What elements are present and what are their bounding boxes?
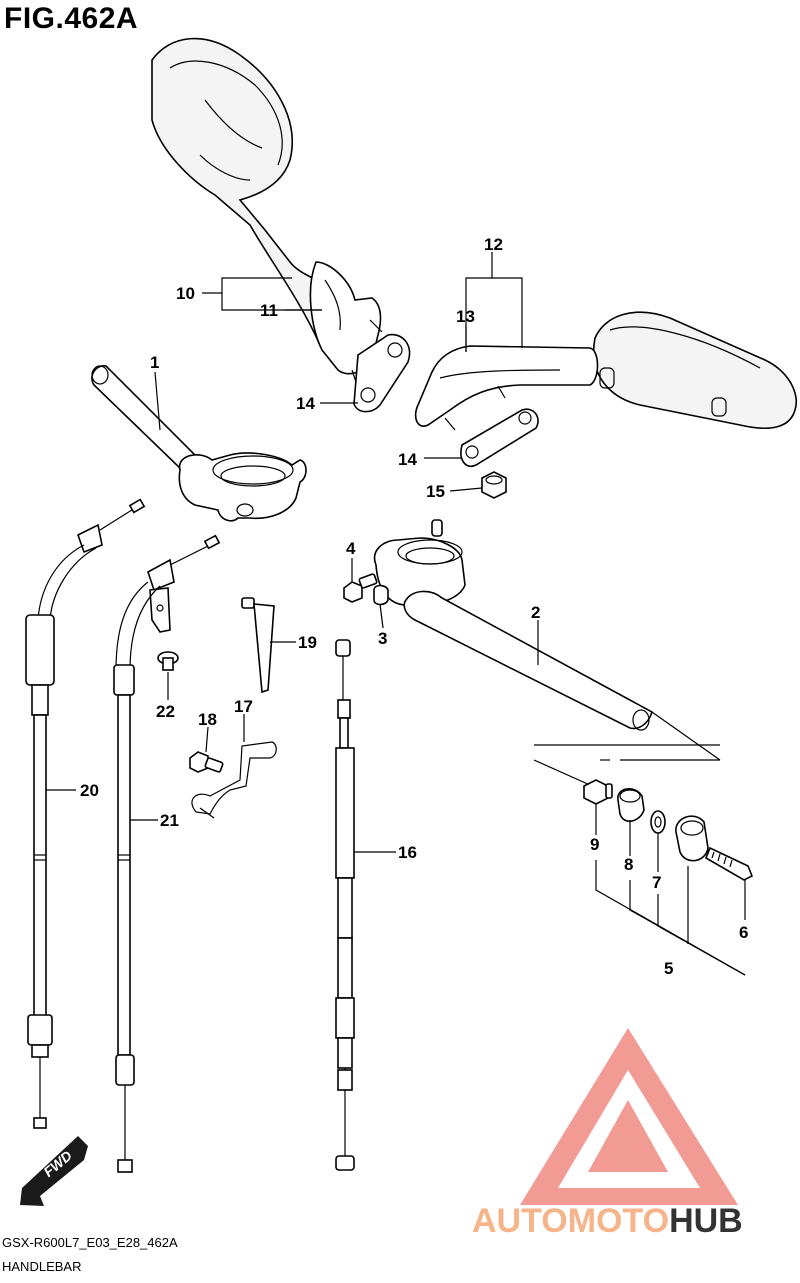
right-handlebar [373, 519, 653, 731]
callout-9: 9 [590, 835, 599, 854]
callout-10: 10 [176, 284, 195, 303]
callout-16: 16 [398, 843, 417, 862]
watermark-brand-part1: AUTOMOTO [472, 1202, 669, 1240]
callout-6: 6 [739, 923, 748, 942]
callout-8: 8 [624, 855, 633, 874]
screw-22 [157, 651, 179, 671]
callout-18: 18 [198, 710, 217, 729]
right-handlebar-clamp [373, 537, 466, 606]
throttle-cable-20 [25, 498, 146, 1129]
callout-3: 3 [378, 629, 387, 648]
collar-3 [373, 584, 389, 606]
cable-clamp-17 [191, 741, 277, 819]
left-handlebar-clamp [178, 452, 307, 522]
bolt-4 [343, 573, 378, 603]
callout-14-upper: 14 [296, 394, 315, 413]
section-name: HANDLEBAR [2, 1259, 82, 1274]
clutch-cable-16 [335, 639, 355, 1171]
callout-13: 13 [456, 307, 475, 326]
cable-tie-19 [241, 597, 275, 694]
callout-17: 17 [234, 697, 253, 716]
callout-14-lower: 14 [398, 450, 417, 469]
left-handlebar [91, 365, 307, 522]
watermark-triangle-core [588, 1100, 668, 1172]
callout-12: 12 [484, 235, 503, 254]
watermark-brand-part2: HUB [669, 1202, 743, 1240]
callout-2: 2 [531, 603, 540, 622]
watermark-brand: AUTOMOTOHUB [472, 1202, 743, 1240]
callout-15: 15 [426, 482, 445, 501]
fwd-direction-badge: FWD [20, 1136, 88, 1206]
bolt-18 [189, 751, 224, 773]
callout-1: 1 [150, 353, 159, 372]
nut-15 [481, 471, 507, 499]
bar-end-washer-7 [650, 810, 666, 834]
callout-7: 7 [652, 873, 661, 892]
callout-21: 21 [160, 811, 179, 830]
watermark-logo [520, 1028, 738, 1205]
figure-title: FIG.462A [4, 2, 139, 35]
model-code: GSX-R600L7_E03_E28_462A [2, 1235, 178, 1250]
callout-4: 4 [346, 539, 356, 558]
callout-numbers: 10 11 12 13 1 14 14 15 4 3 2 19 22 18 17… [80, 235, 748, 978]
bar-end-screw [705, 846, 754, 881]
right-mirror-housing [592, 311, 797, 430]
bar-end-nut-9 [583, 779, 613, 805]
callout-5: 5 [664, 959, 673, 978]
callout-22: 22 [156, 702, 175, 721]
bar-end-weight-6 [675, 815, 709, 862]
bar-end-spacer-8 [617, 788, 645, 822]
right-mirror-stem [414, 345, 599, 427]
callout-20: 20 [80, 781, 99, 800]
right-mirror-assembly [414, 311, 797, 431]
callout-11: 11 [260, 301, 278, 320]
leader-lines [46, 252, 746, 976]
left-mirror-assembly [151, 37, 383, 383]
callout-19: 19 [298, 633, 317, 652]
mirror-spacer-left [353, 333, 411, 413]
throttle-cable-21 [113, 534, 221, 1173]
